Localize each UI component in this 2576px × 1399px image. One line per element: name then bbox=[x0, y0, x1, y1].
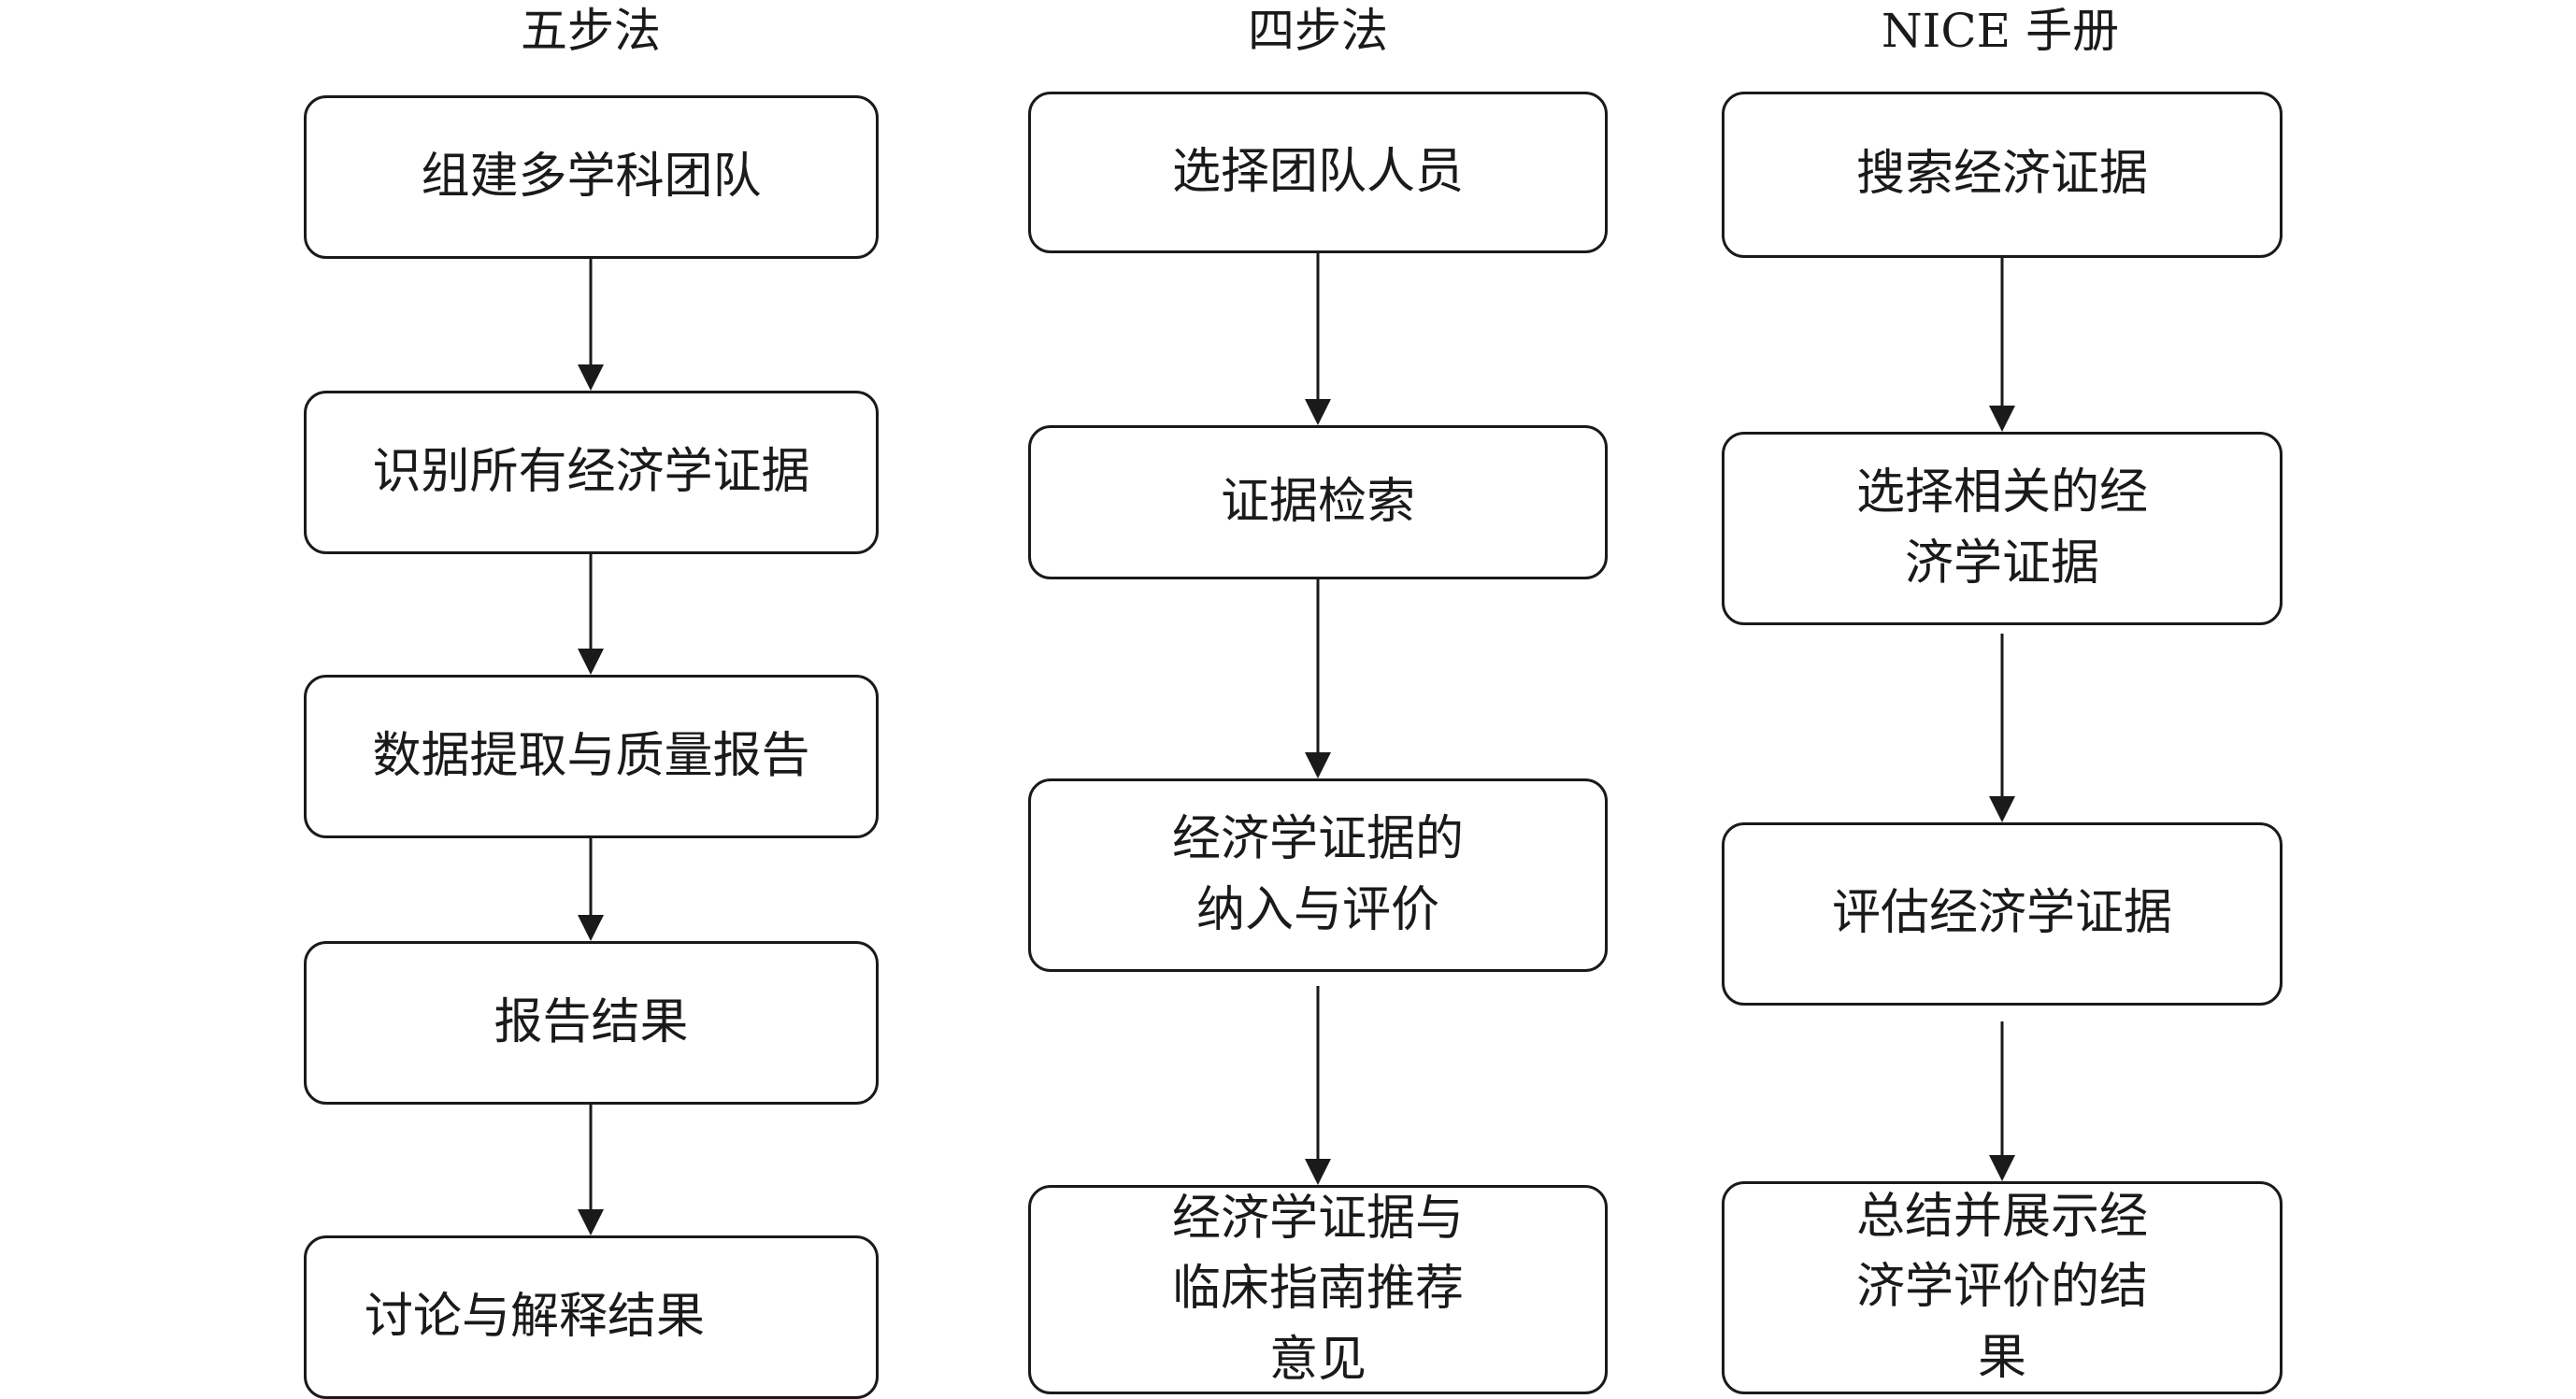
nice-box-2: 选择相关的经济学证据 bbox=[1722, 432, 2283, 625]
four-step-box-2: 证据检索 bbox=[1028, 425, 1608, 579]
four-step-box-4: 经济学证据与临床指南推荐意见 bbox=[1028, 1185, 1608, 1394]
nice-label-4: 总结并展示经济学评价的结果 bbox=[1855, 1188, 2148, 1386]
four-step-box-3: 经济学证据的纳入与评价 bbox=[1028, 778, 1608, 972]
four-step-label-4: 经济学证据与临床指南推荐意见 bbox=[1171, 1190, 1464, 1388]
five-step-label-2: 识别所有经济学证据 bbox=[372, 443, 810, 500]
five-step-box-1: 组建多学科团队 bbox=[304, 95, 879, 259]
four-step-box-1: 选择团队人员 bbox=[1028, 92, 1608, 253]
five-step-box-3: 数据提取与质量报告 bbox=[304, 675, 879, 838]
nice-box-3: 评估经济学证据 bbox=[1722, 822, 2283, 1006]
five-step-label-1: 组建多学科团队 bbox=[421, 148, 762, 205]
nice-label-3: 评估经济学证据 bbox=[1831, 885, 2172, 942]
four-step-arrow-3 bbox=[1305, 986, 1331, 1185]
four-step-arrow-2 bbox=[1305, 579, 1331, 778]
four-step-arrow-1 bbox=[1305, 253, 1331, 425]
nice-arrow-3 bbox=[1989, 1021, 2015, 1181]
five-step-label-3: 数据提取与质量报告 bbox=[372, 727, 810, 784]
nice-label-1: 搜索经济证据 bbox=[1855, 146, 2148, 203]
four-step-label-3: 经济学证据的纳入与评价 bbox=[1171, 811, 1464, 938]
five-step-arrow-2 bbox=[578, 554, 604, 675]
five-step-label-5: 讨论与解释结果 bbox=[365, 1288, 706, 1345]
nice-box-4: 总结并展示经济学评价的结果 bbox=[1722, 1181, 2283, 1394]
five-step-box-5: 讨论与解释结果 bbox=[304, 1235, 879, 1399]
four-step-label-2: 证据检索 bbox=[1220, 473, 1415, 530]
five-step-label-4: 报告结果 bbox=[494, 993, 689, 1050]
nice-box-1: 搜索经济证据 bbox=[1722, 92, 2283, 258]
nice-label-2: 选择相关的经济学证据 bbox=[1855, 464, 2148, 592]
four-step-label-1: 选择团队人员 bbox=[1171, 143, 1464, 200]
column-title-five-step: 五步法 bbox=[521, 4, 661, 58]
column-title-nice-manual: NICE 手册 bbox=[1881, 4, 2120, 58]
five-step-box-2: 识别所有经济学证据 bbox=[304, 391, 879, 554]
five-step-arrow-4 bbox=[578, 1105, 604, 1235]
five-step-arrow-3 bbox=[578, 838, 604, 941]
five-step-box-4: 报告结果 bbox=[304, 941, 879, 1105]
column-title-four-step: 四步法 bbox=[1248, 4, 1388, 58]
five-step-arrow-1 bbox=[578, 259, 604, 391]
nice-arrow-1 bbox=[1989, 258, 2015, 432]
nice-arrow-2 bbox=[1989, 634, 2015, 822]
